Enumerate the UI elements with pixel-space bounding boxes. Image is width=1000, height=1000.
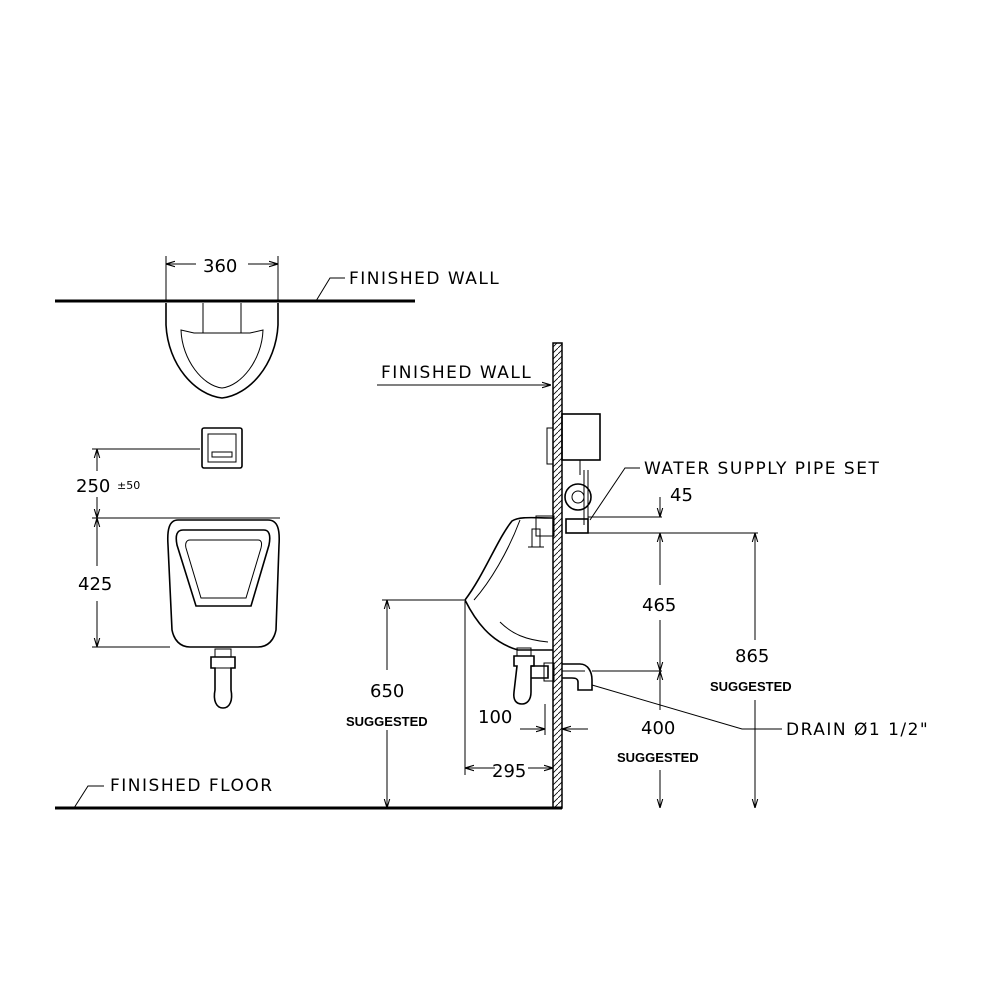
front-view-trap bbox=[210, 648, 236, 709]
finished-wall-label-top: FINISHED WALL bbox=[349, 269, 500, 289]
dim-650-note: SUGGESTED bbox=[346, 714, 428, 729]
water-supply-pipe-set bbox=[528, 413, 601, 548]
flush-sensor bbox=[201, 427, 243, 469]
finished-wall-label-side: FINISHED WALL bbox=[381, 363, 532, 383]
front-view-urinal bbox=[166, 519, 281, 648]
dim-295: 295 bbox=[492, 761, 526, 782]
dim-425: 425 bbox=[78, 574, 112, 595]
dim-865: 865 bbox=[735, 646, 769, 667]
dim-360: 360 bbox=[203, 256, 237, 277]
water-supply-label: WATER SUPPLY PIPE SET bbox=[644, 459, 880, 479]
dim-45: 45 bbox=[670, 485, 693, 506]
dim-100: 100 bbox=[478, 707, 512, 728]
dim-650: 650 bbox=[370, 681, 404, 702]
dim-400: 400 bbox=[641, 718, 675, 739]
drain-label: DRAIN Ø1 1/2" bbox=[786, 720, 929, 740]
dim-250-tolerance: ±50 bbox=[117, 479, 140, 492]
top-view: 360 FINISHED WALL bbox=[55, 256, 500, 399]
dim-465: 465 bbox=[642, 595, 676, 616]
side-view: FINISHED WALL bbox=[55, 342, 929, 810]
drain-pipe bbox=[562, 663, 593, 691]
finished-floor-label: FINISHED FLOOR bbox=[110, 776, 274, 796]
dim-400-note: SUGGESTED bbox=[617, 750, 699, 765]
side-view-urinal bbox=[464, 516, 554, 651]
dim-250: 250 bbox=[76, 476, 110, 497]
side-view-wall bbox=[552, 342, 563, 809]
side-view-trap bbox=[513, 647, 555, 705]
front-view: 250 ±50 425 bbox=[76, 427, 281, 709]
dim-865-note: SUGGESTED bbox=[710, 679, 792, 694]
top-view-urinal bbox=[165, 303, 279, 399]
